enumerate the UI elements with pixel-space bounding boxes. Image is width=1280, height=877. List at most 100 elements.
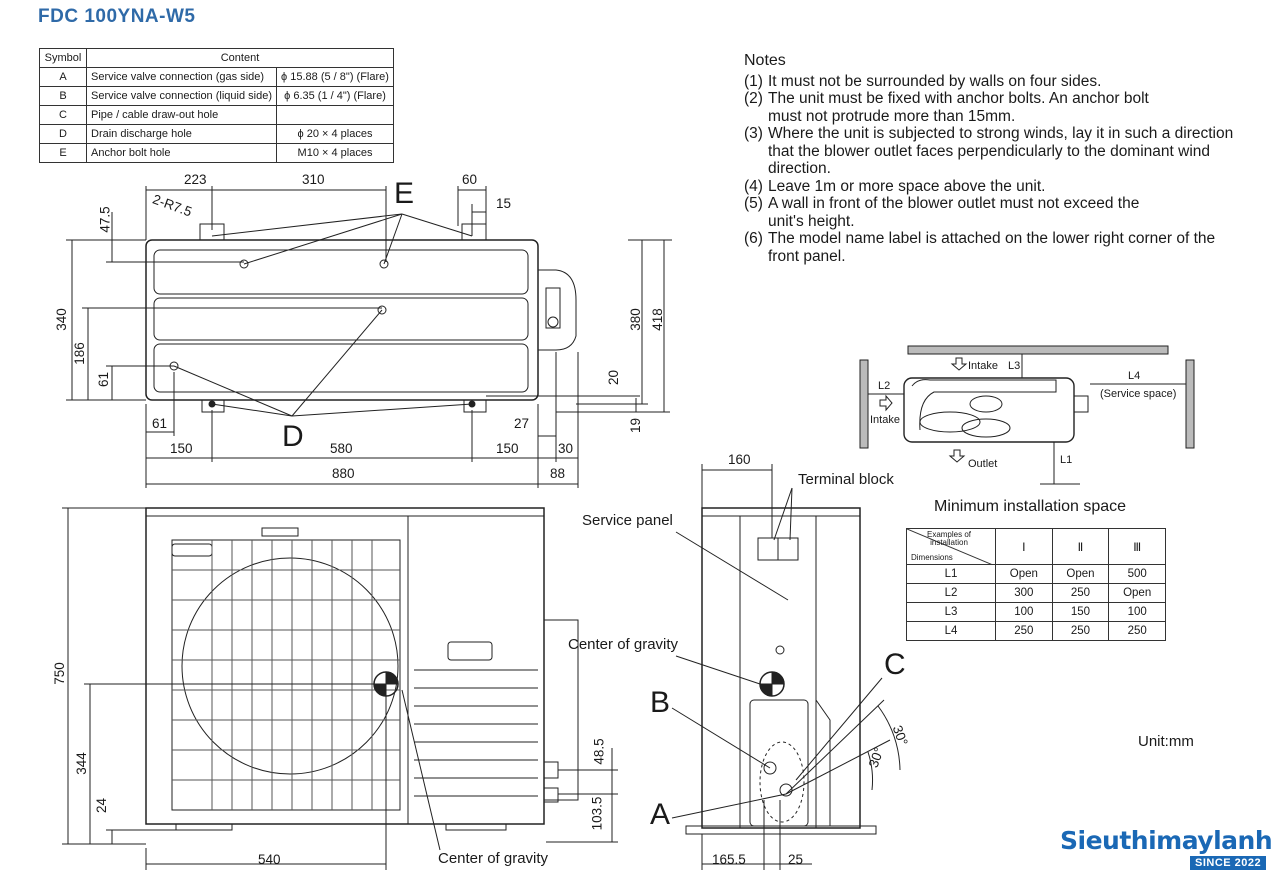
dim-103-5: 103.5 [589, 796, 605, 831]
dim-20: 20 [606, 369, 622, 386]
note-item: (3)Where the unit is subjected to strong… [744, 125, 1234, 177]
dim-19: 19 [628, 417, 644, 434]
dim-418: 418 [649, 308, 665, 331]
side-view [671, 464, 901, 870]
logo-tagline: SINCE 2022 [1189, 856, 1267, 870]
logo-plate [171, 543, 213, 557]
top-view-panel [153, 249, 529, 295]
l4-label: L4 [1128, 370, 1141, 382]
dim-340: 340 [53, 308, 69, 331]
dim-880: 880 [332, 466, 355, 481]
install-corner: Examples of installation Dimensions [906, 528, 996, 565]
note-item: (2)The unit must be fixed with anchor bo… [744, 90, 1149, 125]
corner-diagonal [907, 529, 993, 565]
side-center-of-gravity: Center of gravity [568, 636, 679, 653]
l1-label: L1 [1060, 454, 1073, 466]
terminal-block-label: Terminal block [798, 471, 894, 488]
note-item: (4)Leave 1m or more space above the unit… [744, 177, 1046, 195]
l2-label: L2 [878, 380, 891, 392]
spec-content: Pipe / cable draw-out hole [86, 105, 277, 125]
spec-content: Drain discharge hole [86, 124, 277, 144]
top-view-panel [153, 343, 529, 393]
dim-580: 580 [330, 441, 353, 456]
notes-title: Notes [744, 52, 786, 69]
handle [261, 527, 299, 537]
unit-label: Unit:mm [1138, 733, 1194, 750]
dim-24: 24 [94, 797, 110, 814]
spec-value: ϕ 15.88 (5 / 8") (Flare) [276, 67, 394, 87]
dim-186: 186 [71, 342, 87, 365]
fan-circle [181, 557, 399, 775]
install-table: Examples of installation Dimensions Ⅰ Ⅱ … [906, 528, 1166, 641]
label-a: A [650, 798, 671, 831]
intake-top-label: Intake [968, 360, 998, 372]
dim-540: 540 [258, 852, 281, 867]
intake-left-label: Intake [870, 414, 900, 426]
spec-value: M10 × 4 places [276, 143, 394, 163]
spec-content: Anchor bolt hole [86, 143, 277, 163]
outlet-label: Outlet [968, 458, 998, 470]
dim-25: 25 [788, 852, 804, 867]
side-base [685, 825, 877, 835]
note-item: (1)It must not be surrounded by walls on… [744, 72, 1102, 90]
dim-88: 88 [550, 466, 566, 481]
install-col: Ⅲ [1108, 528, 1166, 565]
spec-table: Symbol Content A Service valve connectio… [39, 48, 394, 163]
ceiling-wall [907, 345, 1169, 355]
spec-row: E Anchor bolt hole M10 × 4 places [39, 143, 394, 163]
label-b: B [650, 686, 671, 719]
dim-223: 223 [184, 172, 207, 187]
front-outline [145, 507, 545, 825]
service-space-label: (Service space) [1100, 388, 1177, 400]
note-item: (6)The model name label is attached on t… [744, 230, 1216, 265]
fan-grille [171, 539, 401, 811]
dim-165-5: 165.5 [712, 852, 746, 867]
spec-row: C Pipe / cable draw-out hole [39, 105, 394, 125]
front-view [62, 507, 618, 870]
top-view-outline [145, 239, 539, 401]
right-wall [1185, 359, 1195, 449]
label-plate [447, 641, 493, 661]
valve-box [538, 269, 577, 351]
bolt-tab [461, 223, 487, 241]
valve [545, 287, 561, 329]
model-title: FDC 100YNA-W5 [38, 6, 196, 27]
unit-side [903, 377, 1075, 443]
service-panel-label: Service panel [582, 512, 673, 529]
dim-47-5: 47.5 [97, 206, 113, 233]
note-item: (5)A wall in front of the blower outlet … [744, 195, 1140, 230]
top-view-panel [153, 297, 529, 341]
dim-15: 15 [496, 196, 512, 211]
install-col: Ⅱ [1051, 528, 1110, 565]
spec-content: Service valve connection (gas side) [86, 67, 277, 87]
install-diagram [859, 345, 1195, 485]
label-e: E [394, 177, 415, 210]
dim-150-left: 150 [170, 441, 193, 456]
dim-150-right: 150 [496, 441, 519, 456]
dim-160: 160 [728, 452, 751, 467]
drain-tab [463, 399, 487, 413]
dim-27: 27 [514, 416, 530, 431]
install-col: Ⅰ [995, 528, 1053, 565]
notes: Notes (1)It must not be surrounded by wa… [744, 52, 1234, 265]
side-outline [701, 507, 861, 829]
label-c: C [884, 648, 906, 681]
spec-content: Service valve connection (liquid side) [86, 86, 277, 106]
label-d: D [282, 420, 304, 453]
spec-row: A Service valve connection (gas side) ϕ … [39, 67, 394, 87]
dim-48-5: 48.5 [591, 738, 607, 765]
dim-61-left: 61 [96, 371, 112, 388]
l3-label: L3 [1008, 360, 1021, 372]
left-wall [859, 359, 869, 449]
install-table-title: Minimum installation space [934, 498, 1127, 515]
top-view [66, 186, 672, 488]
dim-60: 60 [462, 172, 478, 187]
logo-name: Sieuthimaylanh [1060, 826, 1273, 855]
logo: Sieuthimaylanh SINCE 2022 [1060, 826, 1273, 870]
dim-30: 30 [558, 441, 574, 456]
